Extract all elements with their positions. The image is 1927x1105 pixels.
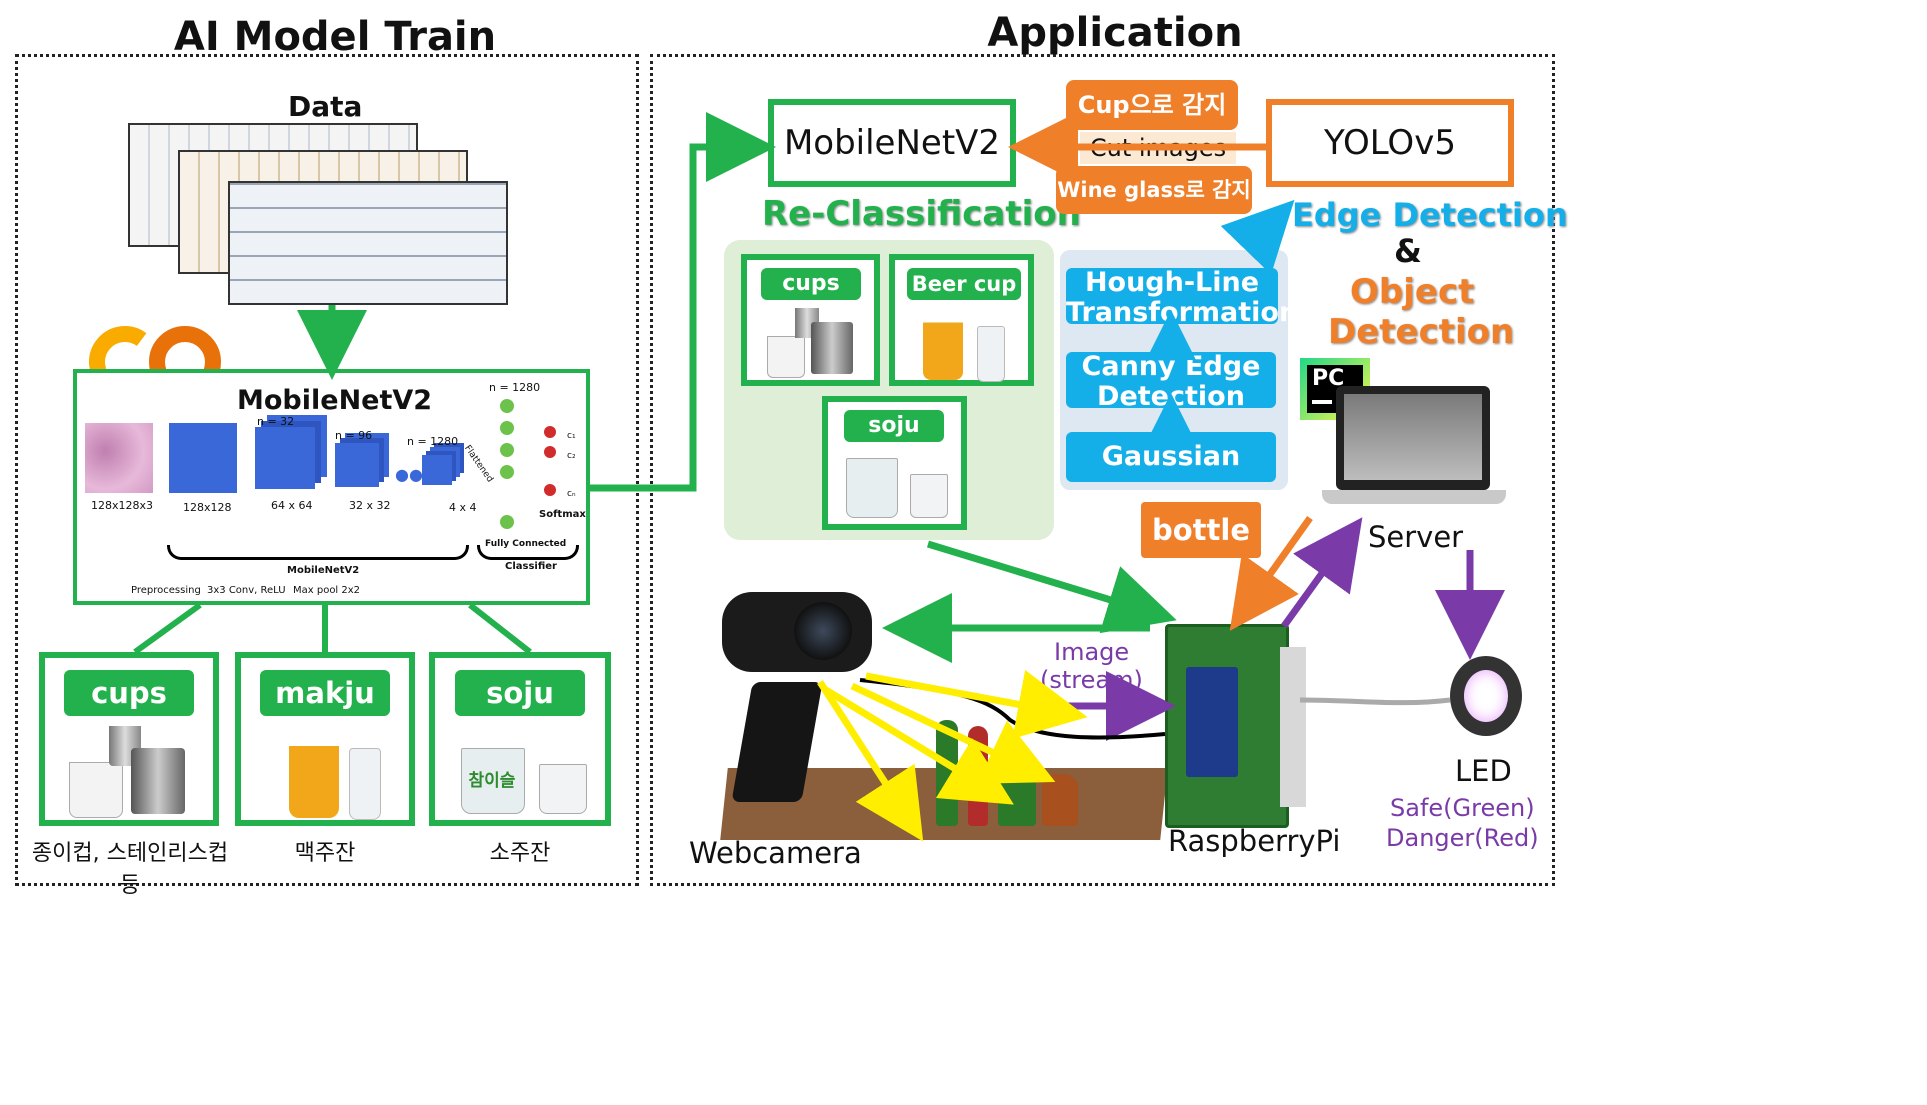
soju-glass-text: 참이슬 (468, 771, 516, 791)
input-image (85, 423, 153, 493)
application-panel (650, 54, 1555, 886)
train-class-soju-caption: 소주잔 (489, 841, 551, 866)
fc-layer-nodes (500, 399, 556, 529)
reclass-to-pi-arrow (926, 540, 1177, 634)
legend-preprocessing: Preprocessing (131, 585, 201, 596)
reclass-cups: cups (741, 254, 880, 386)
server-to-pi-arrow (1229, 515, 1313, 631)
train-panel-title: AI Model Train (173, 14, 497, 60)
led-danger-label: Danger(Red) (1386, 824, 1539, 852)
fully-connected-label: Fully Connected (485, 539, 567, 549)
stage-size-1: 128x128 (183, 501, 232, 514)
reclass-soju-label: soju (844, 410, 944, 442)
output-c1: c₁ (567, 431, 576, 441)
reclass-soju-photo (846, 454, 956, 524)
model-to-cups-line (133, 602, 202, 655)
mobilenet-box-label: MobileNetV2 (783, 123, 1001, 163)
stage-block-2 (255, 427, 315, 489)
data-label: Data (288, 90, 363, 123)
webcam (722, 592, 882, 822)
n-label-2: n = 96 (335, 429, 373, 442)
server-label: Server (1368, 520, 1464, 554)
train-class-cups-caption: 종이컵, 스테인리스컵 등 (31, 841, 229, 898)
pycharm-logo: PC (1300, 358, 1370, 420)
wine-detect-label: Wine glass로 감지 (1056, 166, 1252, 214)
train-class-soju: soju 참이슬 (429, 652, 611, 826)
object-detection-label-1: Object (1350, 272, 1475, 312)
reclass-cups-label: cups (761, 268, 861, 300)
stage-size-2: 64 x 64 (271, 499, 313, 512)
softmax-label: Softmax (539, 509, 586, 520)
train-panel (15, 54, 639, 886)
model-to-soju-line (468, 602, 532, 655)
raspberrypi-board (1165, 624, 1306, 828)
legend-maxpool: Max pool 2x2 (293, 585, 361, 596)
edge-detection-label: Edge Detection (1292, 196, 1568, 234)
train-class-makju: makju (235, 652, 415, 826)
n-label-3: n = 1280 (407, 435, 459, 448)
stage-size-3: 32 x 32 (349, 499, 391, 512)
yolo-label: YOLOv5 (1324, 123, 1456, 163)
stage-block-4 (422, 455, 452, 485)
classifier-label: Classifier (505, 561, 557, 572)
train-class-cups: cups (39, 652, 219, 826)
train-class-makju-caption: 맥주잔 (294, 841, 356, 866)
raspberrypi-label: RaspberryPi (1168, 824, 1341, 858)
led-label: LED (1455, 754, 1512, 788)
image-stream-label-1: Image (1054, 638, 1130, 666)
reclass-soju: soju (822, 396, 967, 530)
n-label-1: n = 32 (257, 415, 295, 428)
canny-edge-step: Canny Edge Detection (1066, 352, 1276, 412)
stage-block-3 (335, 443, 379, 487)
output-cn: cₙ (567, 489, 576, 499)
reclassification-label: Re-Classification (762, 194, 1081, 234)
ampersand: & (1394, 232, 1422, 270)
reclass-beer-cup: Beer cup (889, 254, 1034, 386)
train-to-app-arrow (590, 112, 776, 492)
train-class-soju-label: soju (455, 670, 585, 716)
webcamera-label: Webcamera (689, 836, 862, 870)
bottle-label: bottle (1141, 502, 1261, 558)
orange-yolo-box: YOLOv5 (1266, 99, 1514, 187)
reclass-beer-photo (923, 306, 1013, 382)
dataset-thumbnails (128, 123, 508, 305)
reclass-cups-photo (767, 308, 867, 380)
n-label-4: n = 1280 (489, 381, 541, 394)
legend-conv: 3x3 Conv, ReLU (207, 585, 286, 596)
mobilenet-box: MobileNetV2 (768, 99, 1016, 187)
soju-photo: 참이슬 (457, 744, 597, 820)
pi-to-server-arrow (1281, 517, 1363, 629)
mobilenet-architecture-title: MobileNetV2 (237, 385, 433, 416)
server-laptop (1322, 386, 1510, 520)
output-c2: c₂ (567, 451, 576, 461)
train-class-cups-label: cups (64, 670, 194, 716)
cups-photo (69, 724, 199, 820)
object-detection-label-2: Detection (1328, 312, 1515, 352)
application-panel-title: Application (987, 10, 1243, 56)
stage-size-4: 4 x 4 (449, 501, 477, 514)
edge-to-detection-arrow (1220, 199, 1295, 275)
train-class-makju-label: makju (260, 670, 390, 716)
led-safe-label: Safe(Green) (1390, 794, 1535, 822)
reclass-beer-cup-label: Beer cup (907, 268, 1021, 300)
cup-detect-label: Cup으로 감지 (1066, 80, 1238, 130)
input-size-label: 128x128x3 (91, 499, 154, 512)
makju-photo (283, 724, 393, 820)
brace-mobilenet-label: MobileNetV2 (287, 565, 360, 576)
stage-block-1 (169, 423, 237, 493)
